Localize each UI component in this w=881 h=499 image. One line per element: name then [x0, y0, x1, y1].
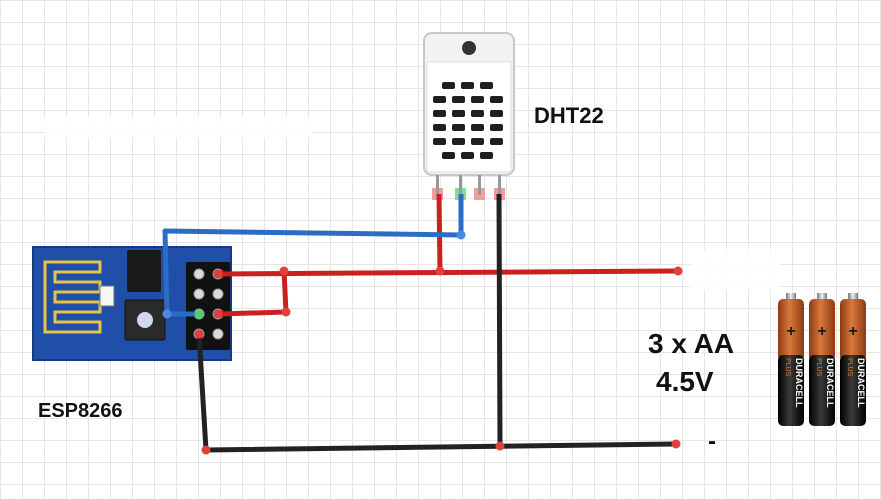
- battery-brand: DURACELL: [825, 358, 835, 408]
- label-background-top: [44, 116, 312, 138]
- flash-chip: [127, 250, 161, 292]
- pin: [193, 268, 205, 280]
- vent-slot: [490, 124, 503, 131]
- joint: [495, 441, 505, 451]
- battery-plus-sign: +: [786, 323, 795, 340]
- esp8266-label: ESP8266: [38, 400, 123, 422]
- esp8266-module: [32, 246, 232, 361]
- vent-slot: [471, 96, 484, 103]
- vent-slot: [480, 82, 493, 89]
- joint: [456, 230, 466, 240]
- led: [99, 285, 115, 307]
- battery-sub: PLUS: [846, 358, 853, 377]
- label-background-right: [690, 250, 780, 290]
- battery-plus-sign: +: [817, 323, 826, 340]
- vent-slot: [461, 152, 474, 159]
- vent-slot: [452, 96, 465, 103]
- joint: [213, 269, 223, 279]
- data-line: [162, 194, 464, 317]
- vent-slot: [471, 124, 484, 131]
- joint: [194, 309, 204, 319]
- vent-slot: [433, 138, 446, 145]
- vent-slot: [433, 124, 446, 131]
- battery-cell-1: + DURACELL PLUS: [778, 293, 804, 426]
- sensor-leg: [478, 175, 481, 195]
- vent-slot: [461, 82, 474, 89]
- gnd-rail: [196, 333, 677, 453]
- vcc-rail: [217, 268, 679, 277]
- joint: [671, 439, 681, 449]
- dht22-sensor: [423, 32, 515, 200]
- wire-joints: [162, 230, 683, 455]
- mount-hole: [462, 41, 476, 55]
- joint: [281, 307, 291, 317]
- battery-cell-2: + DURACELL PLUS: [809, 293, 835, 426]
- sensor-vents: [433, 82, 503, 159]
- vent-slot: [433, 96, 446, 103]
- joint: [279, 266, 289, 276]
- dht22-label: DHT22: [534, 103, 604, 128]
- vent-slot: [471, 110, 484, 117]
- battery-cell-3: + DURACELL PLUS: [840, 293, 866, 426]
- esp-logo: [137, 312, 153, 328]
- vent-slot: [490, 110, 503, 117]
- antenna-trace: [43, 260, 102, 334]
- battery-count-label: 3 x AA: [648, 328, 735, 359]
- sensor-leg: [459, 175, 462, 195]
- pin: [212, 328, 224, 340]
- sensor-leg: [498, 175, 501, 195]
- pin: [193, 288, 205, 300]
- vent-slot: [442, 152, 455, 159]
- joint: [213, 309, 223, 319]
- vent-slot: [490, 138, 503, 145]
- battery-brand: DURACELL: [794, 358, 804, 408]
- vent-slot: [480, 152, 493, 159]
- vent-slot: [452, 124, 465, 131]
- joint: [194, 329, 204, 339]
- vent-slot: [490, 96, 503, 103]
- wire-red-vcc: [217, 193, 679, 317]
- battery-brand: DURACELL: [856, 358, 866, 408]
- vent-slot: [452, 138, 465, 145]
- pin-header: [186, 262, 230, 350]
- battery-pack: + DURACELL PLUS + DURACELL PLUS + DURACE…: [778, 293, 866, 426]
- vent-slot: [442, 82, 455, 89]
- joint: [201, 445, 211, 455]
- vent-slot: [471, 138, 484, 145]
- vent-slot: [433, 110, 446, 117]
- sensor-leg: [436, 175, 439, 195]
- joint: [435, 266, 445, 276]
- battery-sub: PLUS: [784, 358, 791, 377]
- wire-blue-data: [162, 194, 464, 317]
- negative-terminal-label: -: [708, 428, 716, 455]
- joint: [162, 309, 172, 319]
- pin: [212, 288, 224, 300]
- battery-plus-sign: +: [848, 323, 857, 340]
- sensor-gnd-lead: [496, 193, 503, 447]
- battery-sub: PLUS: [815, 358, 822, 377]
- joint: [673, 266, 683, 276]
- vent-slot: [452, 110, 465, 117]
- battery-voltage-label: 4.5V: [656, 366, 714, 397]
